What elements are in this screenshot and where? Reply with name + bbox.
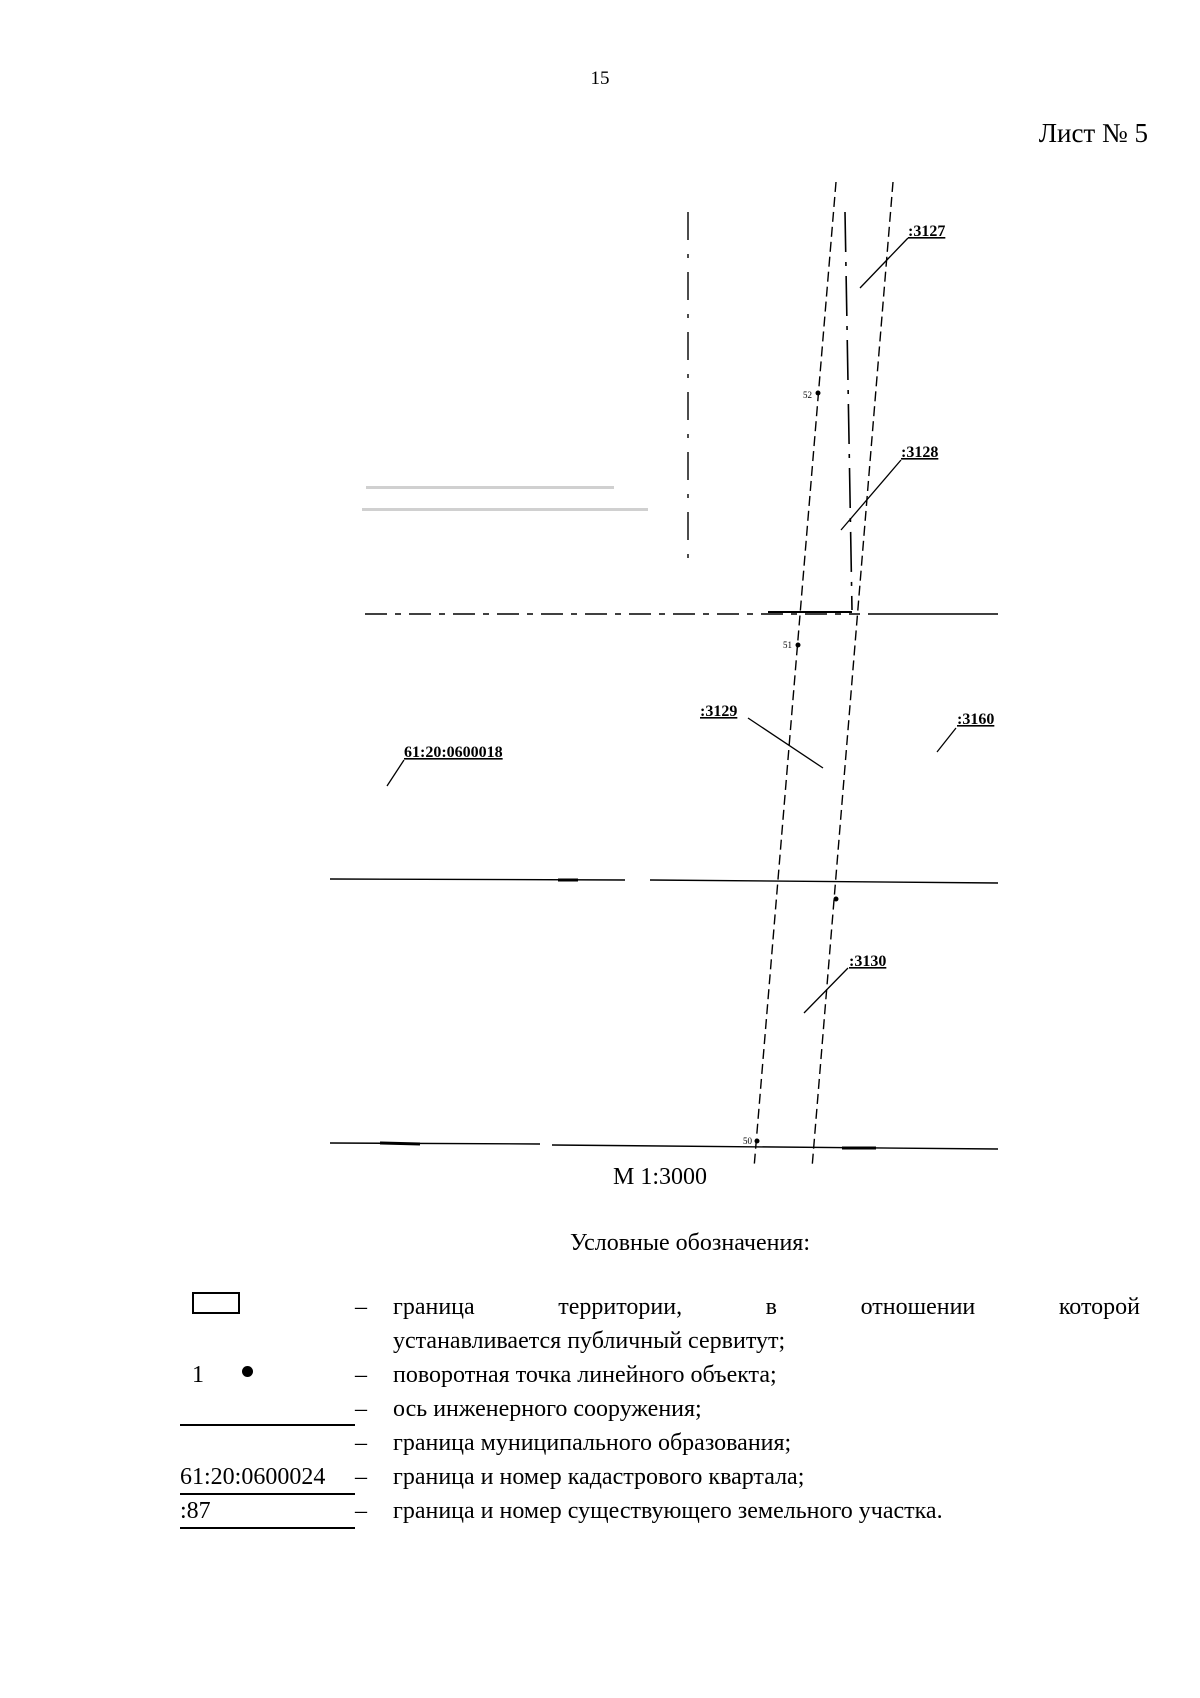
leader-3129 [747,717,824,769]
leader-quarter [386,759,405,787]
scale-label: М 1:3000 [612,1164,707,1190]
leader-3128 [840,459,902,531]
legend-dash: – [355,1294,367,1320]
point-label-51: 51 [783,640,792,650]
legend-text-quarter: граница и номер кадастрового квартала; [393,1464,805,1490]
page-number: 15 [590,68,610,89]
legend-text-easement: граница территории, в отношении которой … [393,1290,1140,1358]
parcel-label-3129: :3129 [700,703,737,720]
legend-dash: – [355,1430,367,1456]
legend-text-plot: граница и номер существующего земельного… [393,1498,943,1524]
turning-points [754,390,839,1144]
easement-corridor [753,181,894,1169]
middle-boundary-left [329,878,626,881]
legend-symbol-axis [180,1392,355,1426]
point-label-50: 50 [743,1136,753,1146]
easement-rectangle-icon [192,1292,240,1314]
lower-boundary-right [551,1144,999,1150]
parcel-label-3128: :3128 [901,444,938,461]
lower-boundary-thick-1 [379,1141,421,1146]
leader-lines [386,237,957,1014]
turning-point-51 [795,642,801,648]
leader-3130 [803,967,849,1014]
cadastral-map: 52 51 50 :3127 :3128 :3129 :3160 :3130 6… [329,181,999,1169]
legend-symbol-plot: :87 [180,1494,355,1529]
municipal-boundary-line-icon [180,1424,355,1426]
turning-point-52 [815,390,821,396]
legend-row-easement-boundary: – граница территории, в отношении которо… [180,1290,1140,1358]
legend-text-municipal: граница муниципального образования; [393,1430,792,1456]
turning-point-dot-icon [242,1366,253,1377]
legend-dash: – [355,1396,367,1422]
legend: – граница территории, в отношении которо… [180,1290,1140,1529]
legend-symbol-quarter: 61:20:0600024 [180,1460,355,1495]
legend-text-turning-point: поворотная точка линейного объекта; [393,1362,777,1388]
legend-text-axis: ось инженерного сооружения; [393,1396,702,1422]
leader-3160 [936,727,957,753]
legend-row-cadastral-quarter: 61:20:0600024 – граница и номер кадастро… [180,1460,1140,1495]
legend-dash: – [355,1362,367,1388]
quarter-boundary-line-icon [180,1493,355,1495]
turning-point-extra [833,896,839,902]
boundary-lines [329,212,999,1150]
parcel-label-3127: :3127 [908,223,945,240]
lower-boundary-left [329,1142,541,1145]
legend-symbol-municipal [180,1424,355,1460]
leader-3127 [859,237,909,289]
legend-row-municipal-boundary: – граница муниципального образования; [180,1424,1140,1460]
faint-annotation [362,486,648,511]
point-label-52: 52 [803,390,812,400]
legend-title: Условные обозначения: [569,1230,811,1256]
axis-segment [844,211,853,611]
middle-boundary-right [649,879,999,884]
legend-text-easement-line2: устанавливается публичный сервитут; [393,1328,786,1354]
parcel-label-3160: :3160 [957,711,994,728]
turning-point-number: 1 [192,1362,204,1388]
quarter-label: 61:20:0600018 [404,744,503,761]
structure-axis [768,211,853,613]
legend-dash: – [355,1498,367,1524]
legend-dash: – [355,1464,367,1490]
plot-boundary-line-icon [180,1527,355,1529]
legend-row-structure-axis: – ось инженерного сооружения; [180,1392,1140,1426]
legend-row-land-plot: :87 – граница и номер существующего земе… [180,1494,1140,1529]
sheet-label: Лист № 5 [1038,118,1148,148]
corridor-right-edge [811,181,894,1169]
turning-point-50 [754,1138,760,1144]
legend-symbol-turning-point: 1 [180,1358,355,1392]
quarter-number-sample: 61:20:0600024 [180,1464,326,1490]
plot-number-sample: :87 [180,1498,211,1524]
legend-row-turning-point: 1 – поворотная точка линейного объекта; [180,1358,1140,1392]
legend-text-easement-line1: граница территории, в отношении которой [393,1294,1140,1320]
legend-symbol-easement [180,1290,355,1324]
parcel-label-3130: :3130 [849,953,886,970]
